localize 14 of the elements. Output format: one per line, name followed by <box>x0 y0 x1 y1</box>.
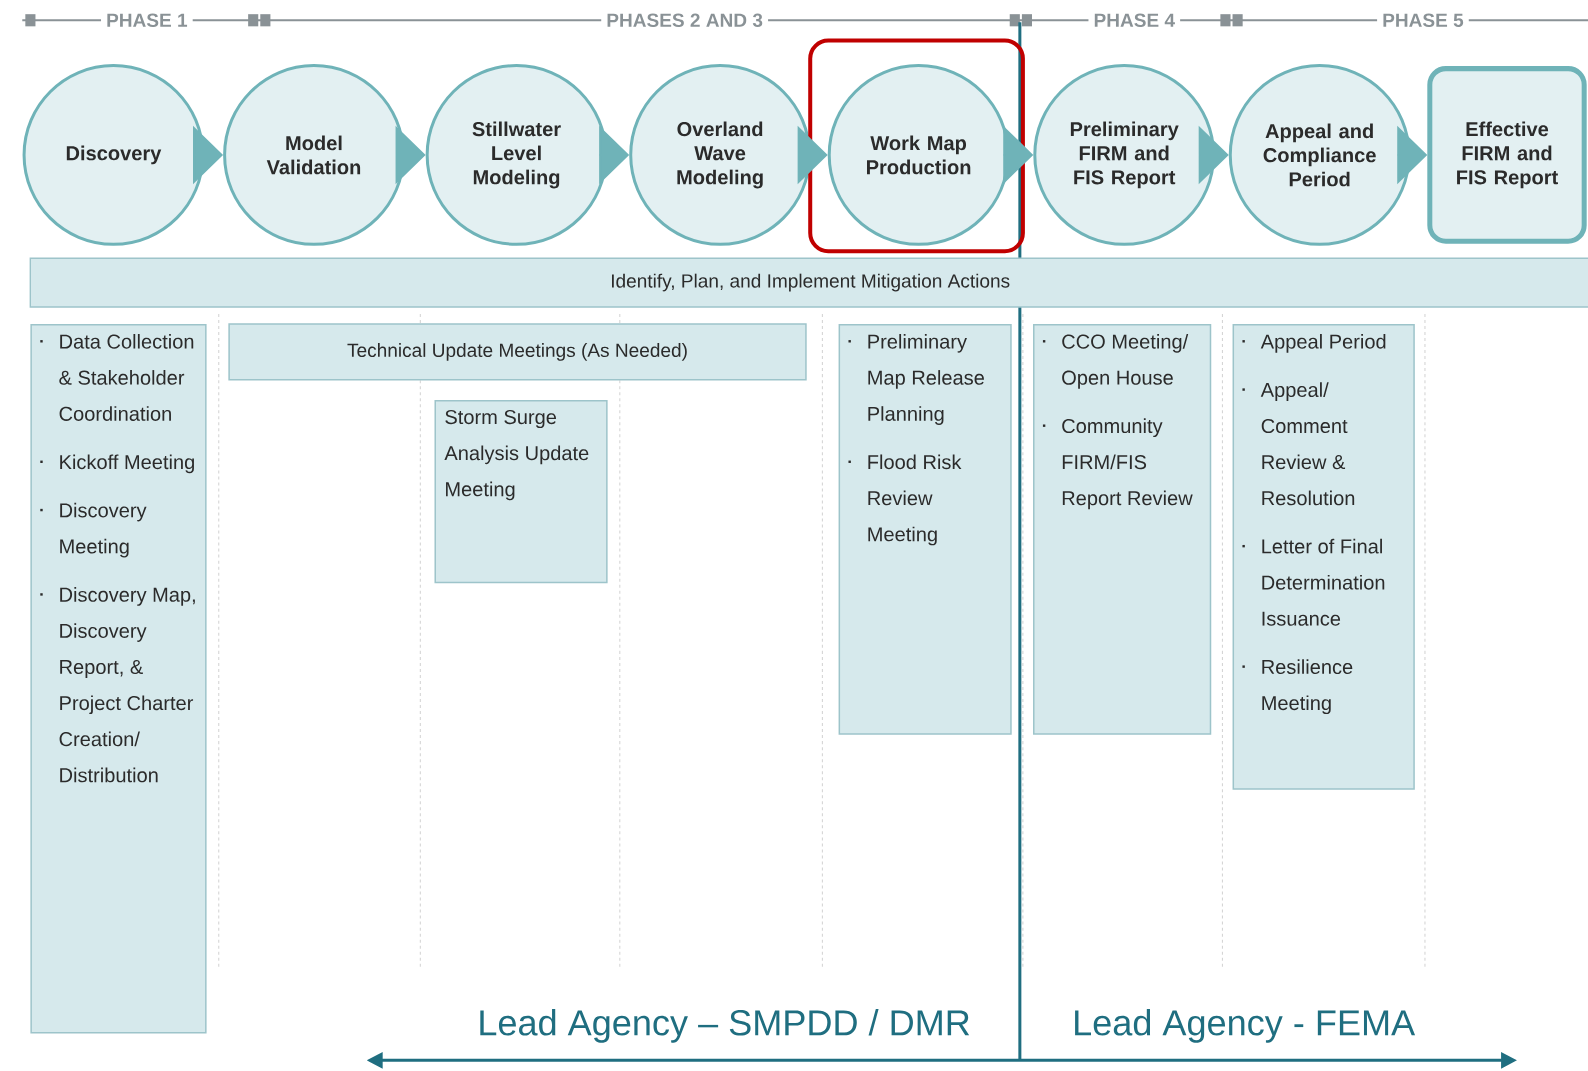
activity-band: Technical Update Meetings (As Needed) <box>228 323 807 381</box>
lead-agency-label: Lead Agency – SMPDD / DMR <box>480 1008 970 1043</box>
meeting-list-box: Preliminary Map Release Planning Flood Risk Review Meeting <box>838 323 1012 735</box>
meeting-list-box: CCO Meeting/ Open House Community FIRM/FIS Report Review <box>1033 323 1212 735</box>
phase-label: PHASE 5 <box>1377 8 1469 32</box>
meeting-list-box: Data Collection & Stakeholder Coordination Kickoff Meeting Discovery Meeting Discovery Map, Discovery Report, & Project Charter Creation/ Distribution <box>30 323 207 1034</box>
lead-agency-label: Lead Agency - FEMA <box>1075 1008 1416 1043</box>
phase-label: PHASES 2 AND 3 <box>601 8 769 32</box>
activity-band: Identify, Plan, and Implement Mitigation Actions <box>29 257 1588 308</box>
process-box: Effective FIRM and FIS Report <box>1427 65 1587 244</box>
phase-label: PHASE 4 <box>1088 8 1181 32</box>
phase-label: PHASE 1 <box>101 8 193 32</box>
meeting-list-box: Appeal Period Appeal/ Comment Review & Resolution Letter of Final Determination Issuance Resilience Meeting <box>1232 323 1415 790</box>
meeting-box: Storm Surge Analysis Update Meeting <box>434 399 608 584</box>
